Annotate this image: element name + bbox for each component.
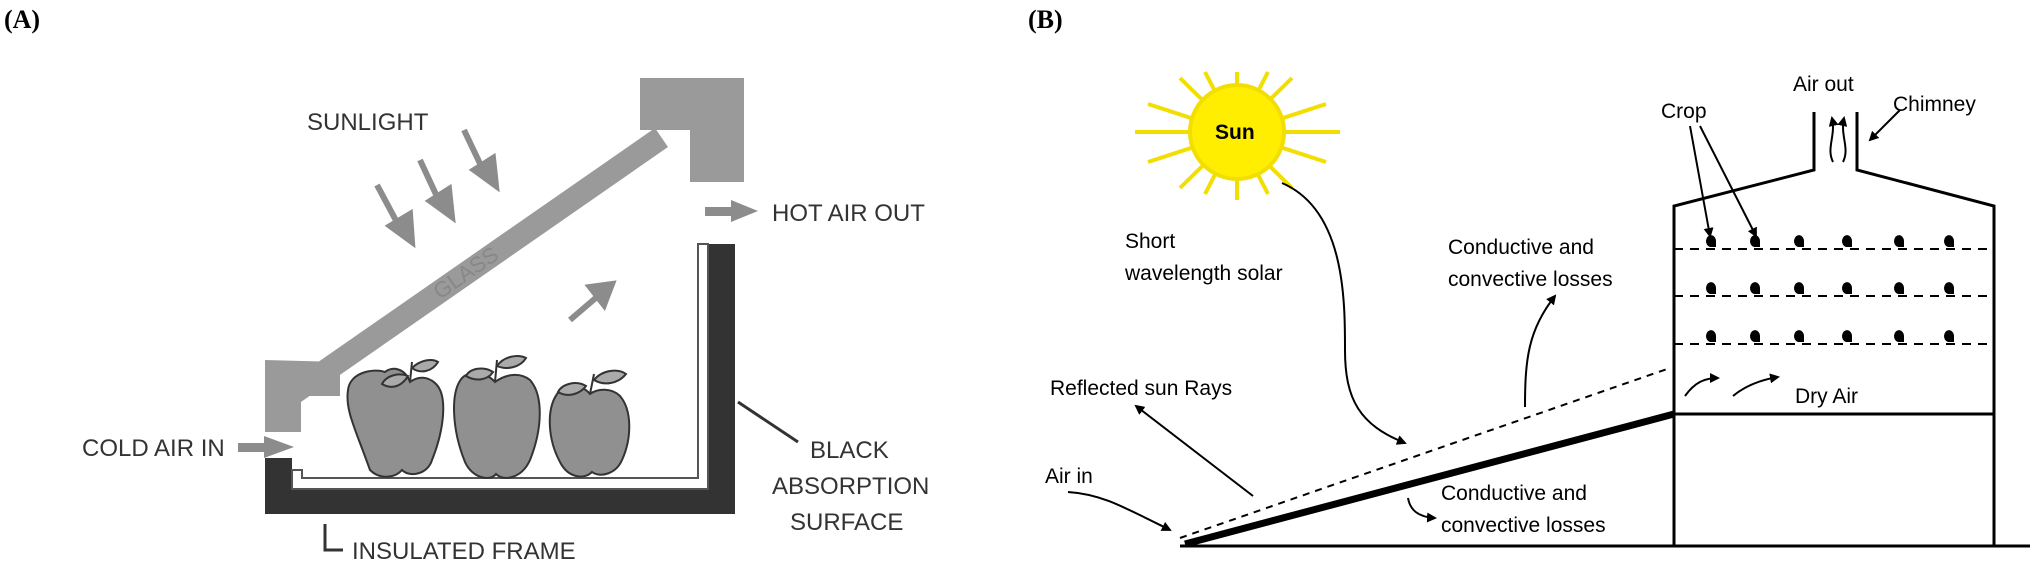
insulated-frame-leader [323,524,343,552]
solar-radiation-arrow [1281,182,1407,445]
hot-air-out-label: HOT AIR OUT [772,200,925,227]
panel-b: (B) Sun [1028,5,2030,548]
chimney [1812,112,1859,170]
crop-label: Crop [1661,100,1707,123]
conductive-bottom-label-2: convective losses [1441,514,1606,537]
apples [346,355,631,479]
collector-glass-cover [1179,367,1671,539]
dry-air-label: Dry Air [1795,385,1858,408]
chimney-label: Chimney [1893,93,1976,116]
reflected-sun-rays-label: Reflected sun Rays [1050,377,1232,400]
chimney-leader [1868,109,1901,142]
apple-3 [548,369,631,478]
short-wavelength-label-1: Short [1125,230,1175,253]
air-out-label: Air out [1793,73,1854,96]
sunlight-label: SUNLIGHT [307,109,429,136]
airflow-arrow-1 [1684,373,1720,397]
reflected-rays-arrow [1134,404,1254,497]
air-out-arrow-2 [1837,116,1848,163]
drying-trays [1674,248,1994,345]
conductive-bottom-label-1: Conductive and [1441,482,1587,505]
panel-a: (A) GLASS SUNLIGHT [4,5,929,565]
glass-panel [265,78,744,432]
losses-top-arrow [1524,294,1557,408]
air-out-arrow [1828,116,1839,163]
short-wavelength-label-2: wavelength solar [1124,262,1283,285]
sun-icon [1135,71,1340,200]
collector-absorber [1184,410,1675,548]
losses-bottom-arrow [1407,497,1437,523]
conductive-top-label-1: Conductive and [1448,236,1594,259]
cold-air-in-label: COLD AIR IN [82,435,225,462]
crop-leader-1 [1689,125,1714,238]
black-absorption-leader [737,400,799,444]
apple-1 [346,359,445,478]
hot-air-out-arrow [705,200,758,222]
apple-2 [453,355,541,479]
black-absorption-surface [291,243,709,490]
sunlight-arrows [374,128,500,249]
internal-airflow-arrow [568,280,617,323]
sun-label: Sun [1215,121,1255,144]
air-in-label: Air in [1045,465,1093,488]
airflow-arrow-2 [1732,373,1780,397]
insulated-frame-label: INSULATED FRAME [352,538,576,565]
glass-label: GLASS [429,242,503,305]
crop-items [1706,235,1954,342]
black-absorption-label-3: SURFACE [790,509,903,536]
cold-air-in-arrow [238,436,294,458]
crop-leader-2 [1699,125,1757,238]
air-in-arrow [1067,491,1172,531]
conductive-top-label-2: convective losses [1448,268,1613,291]
panel-b-label: (B) [1028,5,1063,34]
black-absorption-label-2: ABSORPTION [772,473,929,500]
panel-a-label: (A) [4,5,40,34]
black-absorption-label-1: BLACK [810,437,889,464]
